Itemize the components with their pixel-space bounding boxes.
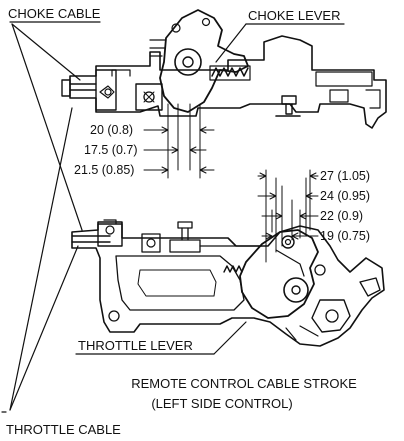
throttle-assembly: [71, 219, 385, 347]
choke-dim-1: 20 (0.8): [90, 123, 133, 137]
choke-lever-label: CHOKE LEVER: [248, 8, 340, 23]
throttle-cable-label: THROTTLE CABLE: [6, 422, 121, 437]
caption-line-2: (LEFT SIDE CONTROL): [151, 396, 292, 411]
throttle-dim-3: 22 (0.9): [320, 209, 363, 223]
throttle-dim-1: 27 (1.05): [320, 169, 370, 183]
throttle-lever-label: THROTTLE LEVER: [78, 338, 193, 353]
choke-stroke-dimension-lines: [143, 103, 215, 179]
choke-assembly: [61, 9, 387, 129]
throttle-dim-2: 24 (0.95): [320, 189, 370, 203]
choke-cable-label: CHOKE CABLE: [8, 6, 101, 21]
caption-line-1: REMOTE CONTROL CABLE STROKE: [131, 376, 357, 391]
throttle-stroke-dimension-lines: [257, 169, 319, 263]
choke-dim-2: 17.5 (0.7): [84, 143, 138, 157]
choke-dim-3: 21.5 (0.85): [74, 163, 134, 177]
leader-lines: [1, 21, 345, 413]
throttle-dim-4: 19 (0.75): [320, 229, 370, 243]
